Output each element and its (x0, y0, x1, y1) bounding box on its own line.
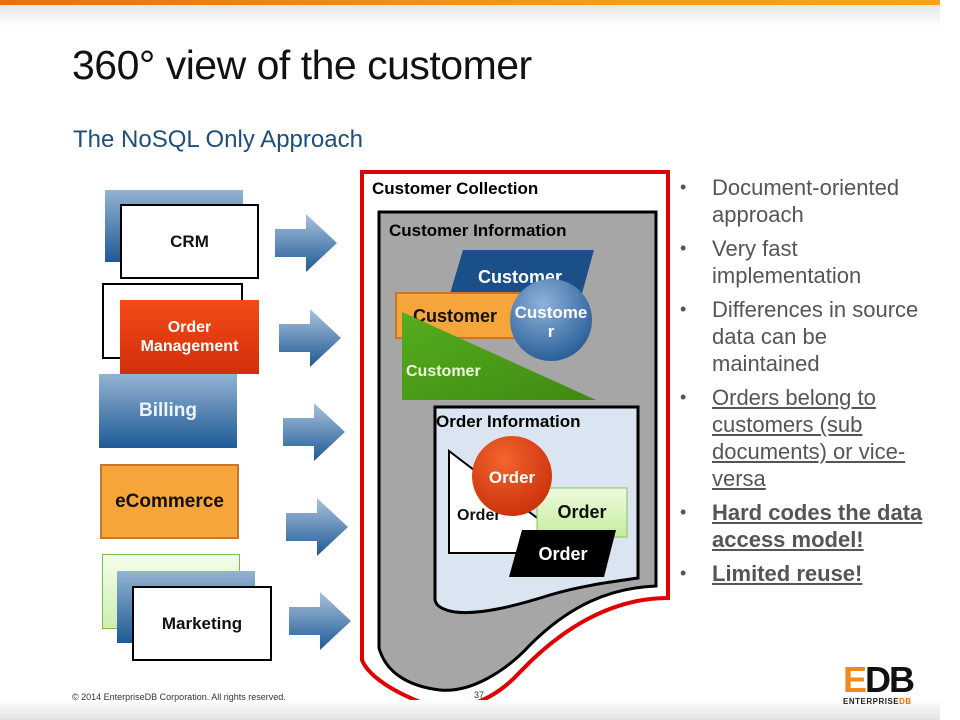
order-rectangle-label: Order (557, 502, 606, 522)
right-edge (940, 0, 960, 720)
top-accent-bar (0, 0, 940, 5)
bullet-icon: • (680, 563, 687, 583)
edb-logo: EDB ENTERPRISEDB (843, 662, 923, 708)
customer-triangle (402, 312, 596, 400)
source-ecommerce-label: eCommerce (115, 490, 224, 512)
source-ecommerce: eCommerce (100, 464, 239, 539)
slide-title: 360° view of the customer (72, 42, 532, 88)
source-billing: Billing (99, 374, 237, 448)
customer-circle-label-line1: Custome (515, 303, 588, 322)
customer-circle-label-line2: r (548, 322, 555, 341)
bullet-item: • Orders belong to customers (sub documen… (680, 384, 940, 492)
logo-subtitle: ENTERPRISEDB (843, 697, 923, 706)
bullet-icon: • (680, 238, 687, 258)
source-crm-label: CRM (170, 231, 209, 251)
bullet-icon: • (680, 387, 687, 407)
source-crm: CRM (120, 204, 259, 279)
bullet-list: • Document-oriented approach • Very fast i… (680, 174, 940, 594)
bullet-text: Very fast implementation (712, 236, 862, 288)
bullet-text: Differences in source data can be mainta… (712, 297, 919, 376)
logo-sub-b: DB (899, 697, 912, 706)
order-info-title: Order Information (436, 412, 581, 431)
order-parallelogram-label: Order (538, 544, 587, 564)
order-trapezoid-label: Order (457, 507, 501, 524)
bullet-text: Document-oriented approach (712, 175, 900, 227)
source-marketing-label: Marketing (161, 613, 243, 633)
arrow-right-icon (283, 403, 345, 461)
order-circle (472, 436, 552, 516)
bullet-item: • Very fast implementation (680, 235, 940, 289)
logo-sub-a: ENTERPRISE (843, 697, 900, 706)
bullet-text: Orders belong to customers (sub document… (712, 385, 906, 491)
arrow-right-icon (289, 592, 351, 650)
order-circle-label: Order (489, 468, 536, 487)
arrow-right-icon (279, 309, 341, 367)
source-order-management-label: Order Management (140, 319, 239, 355)
arrow-right-icon (286, 498, 348, 556)
top-shade (0, 5, 940, 27)
arrow-right-icon (275, 214, 337, 272)
logo-db: DB (865, 659, 915, 700)
order-parallelogram (509, 530, 616, 577)
bullet-item: • Document-oriented approach (680, 174, 940, 228)
bullet-icon: • (680, 502, 687, 522)
copyright-footer: © 2014 EnterpriseDB Corporation. All rig… (72, 692, 286, 702)
customer-circle (510, 279, 592, 361)
bullet-icon: • (680, 177, 687, 197)
source-order-management: Order Management (120, 300, 259, 374)
customer-rectangle-label: Customer (413, 306, 497, 326)
bullet-text: Limited reuse! (712, 561, 863, 586)
logo-e: E (843, 659, 867, 700)
source-marketing: Marketing (132, 586, 272, 661)
bullet-item: • Limited reuse! (680, 560, 940, 587)
bullet-text: Hard codes the data access model! (712, 500, 923, 552)
page-number: 37 (474, 690, 485, 700)
source-billing-label: Billing (138, 400, 198, 421)
slide-subtitle: The NoSQL Only Approach (73, 126, 363, 153)
bottom-shade (0, 700, 960, 720)
order-rectangle (536, 487, 628, 538)
bullet-icon: • (680, 299, 687, 319)
customer-info-title: Customer Information (389, 221, 567, 240)
bullet-item: • Differences in source data can be maint… (680, 296, 940, 377)
bullet-item: • Hard codes the data access model! (680, 499, 940, 553)
customer-triangle-label: Customer (406, 363, 481, 380)
collection-title: Customer Collection (372, 179, 538, 198)
